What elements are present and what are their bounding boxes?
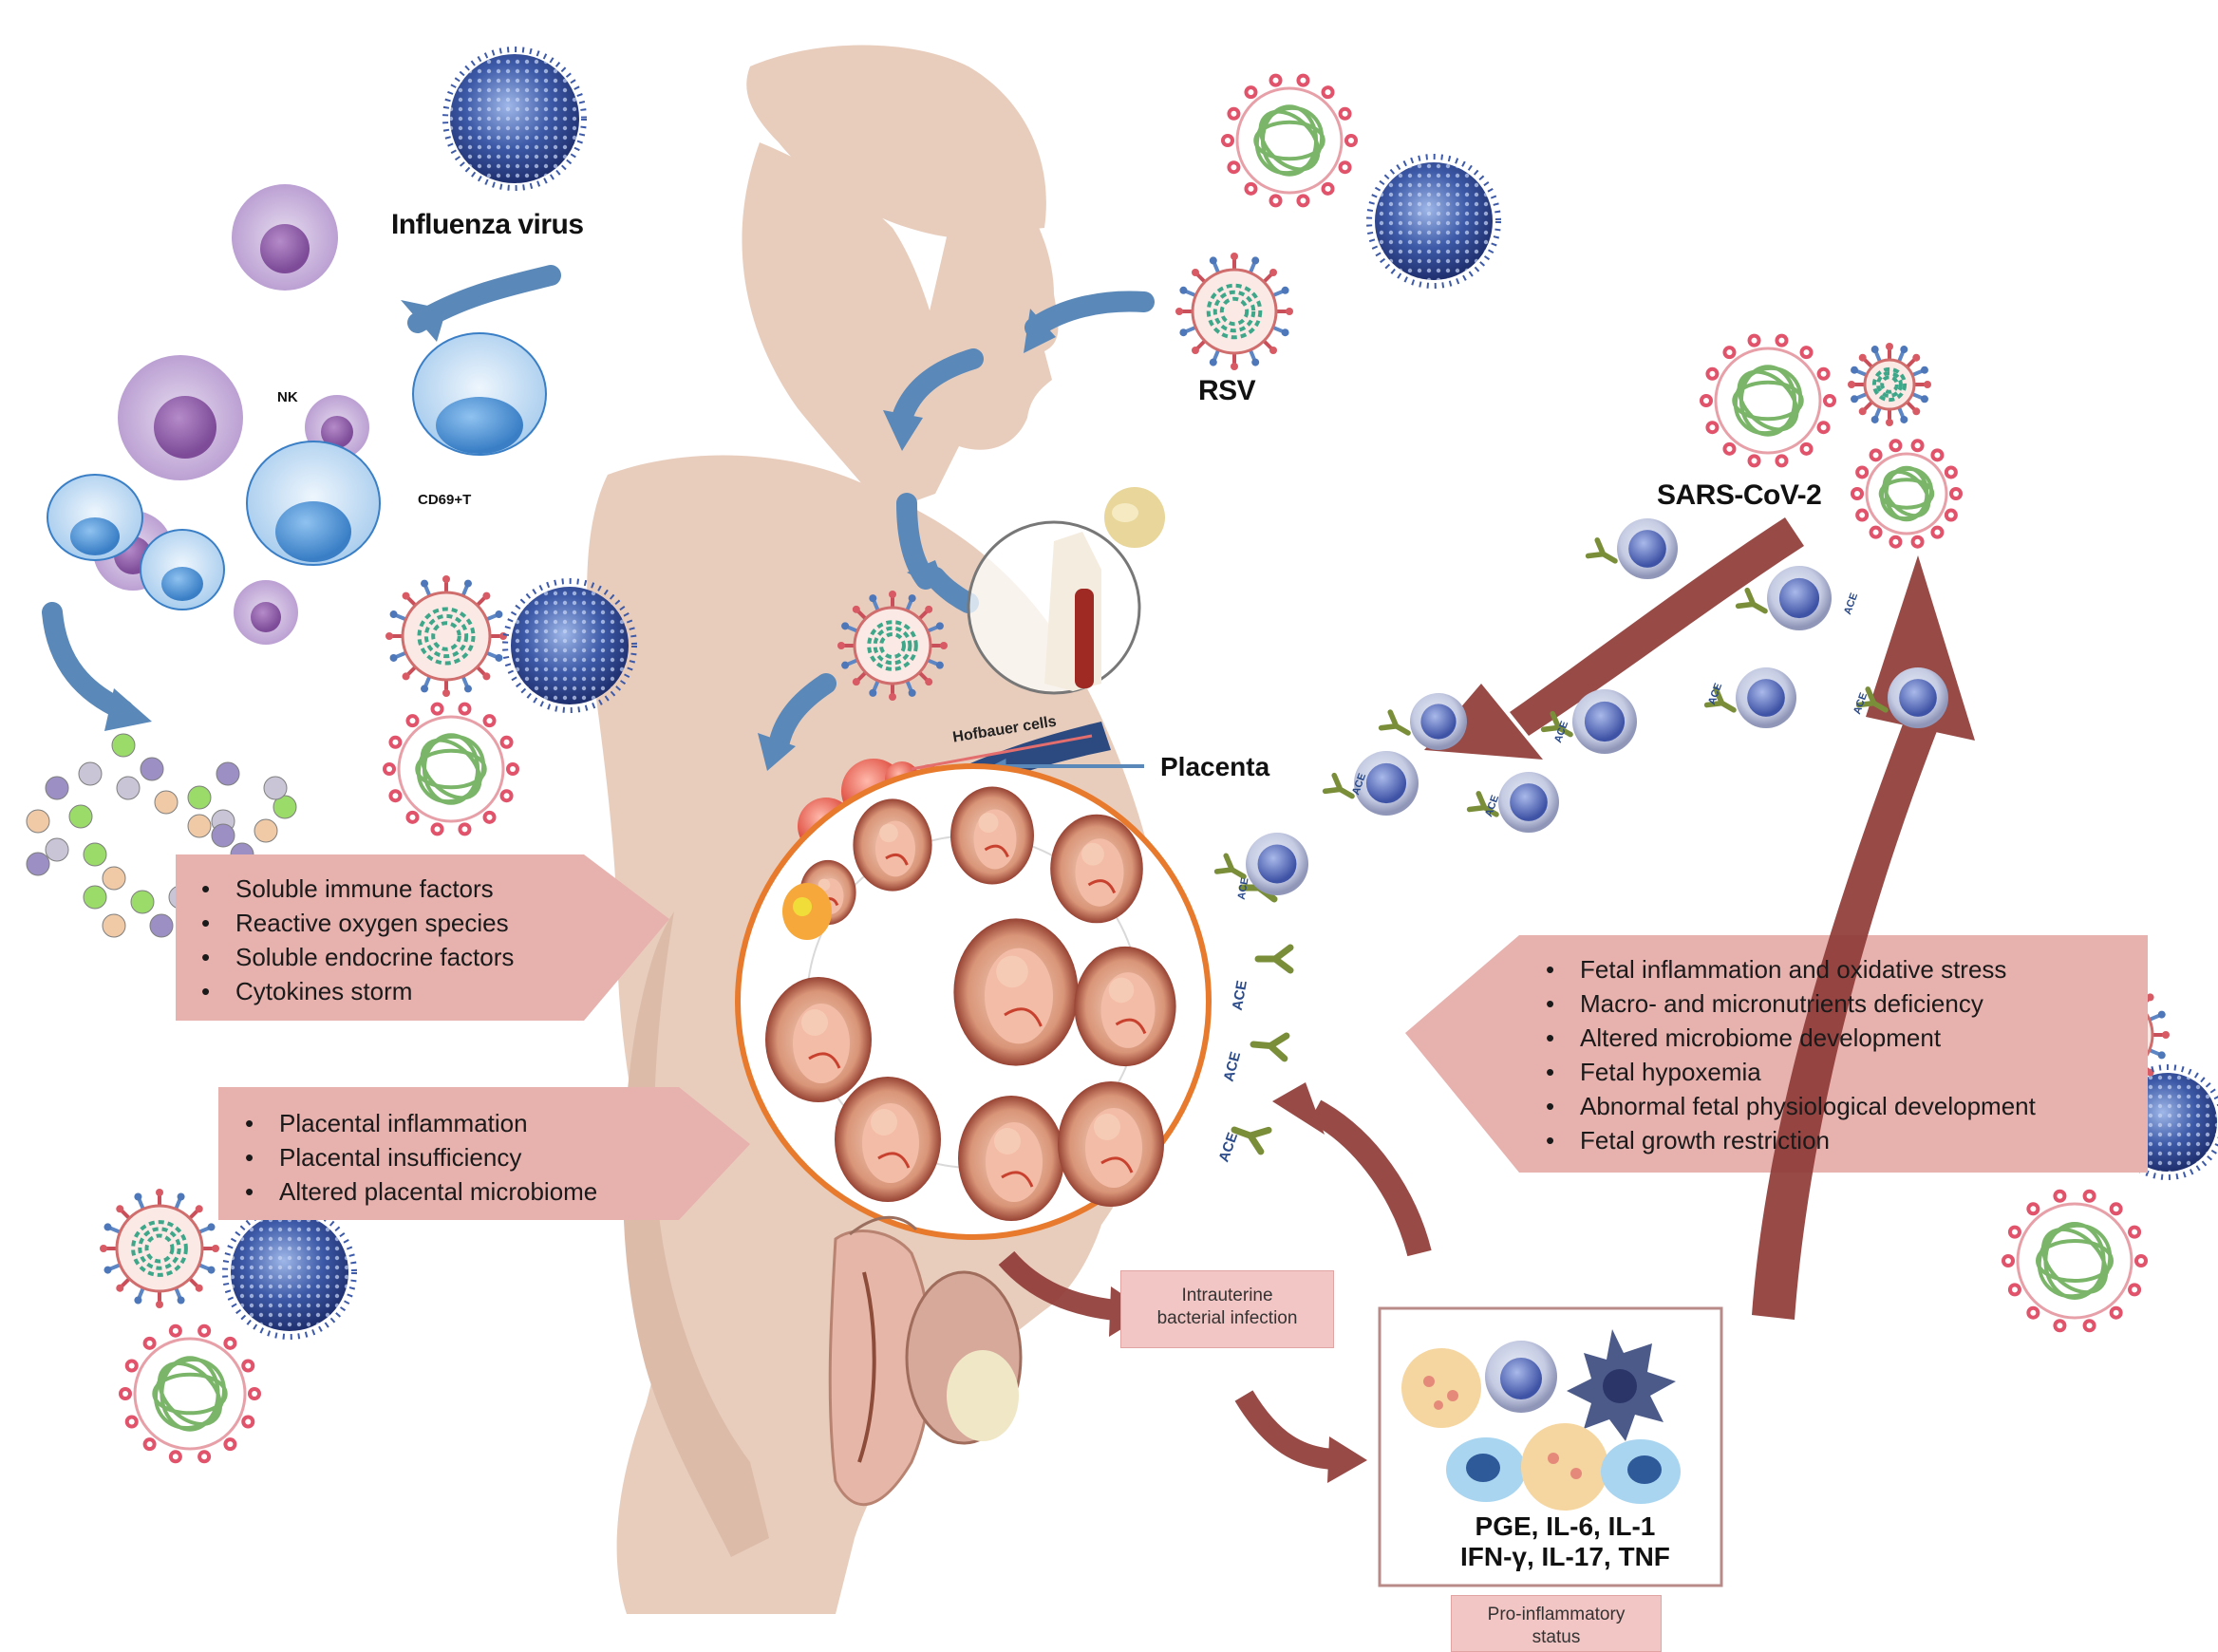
- ace-cell: [1378, 693, 1467, 750]
- placental-effect-item: Placental insufficiency: [234, 1140, 597, 1174]
- intrauterine-infection-box: Intrauterine bacterial infection: [1120, 1270, 1334, 1348]
- ace-receptor-icon: [1213, 853, 1247, 880]
- placental-effects-list: Placental inflammation Placental insuffi…: [234, 1106, 597, 1209]
- cd69-t-cell-label: CD69+T: [418, 492, 472, 508]
- rsv-virion: [385, 575, 507, 697]
- bone-marrow-inset: [967, 487, 1165, 695]
- fetus-stage: [835, 1077, 941, 1202]
- rsv-virus-cluster: [1221, 73, 1501, 289]
- sars-cov-2-label: SARS-CoV-2: [1657, 479, 1822, 511]
- infection-route-arrowheads: [758, 309, 1056, 771]
- pro-inflammatory-line-1: Pro-inflammatory: [1487, 1605, 1626, 1624]
- placenta-label: Placenta: [1160, 752, 1270, 781]
- fetal-effect-item: Altered microbiome development: [1534, 1021, 2036, 1055]
- fetal-effect-item: Macro- and micronutrients deficiency: [1534, 986, 2036, 1021]
- rsv-virion: [100, 1189, 219, 1308]
- ace-cell: [1322, 751, 1419, 816]
- fetal-effect-item: Fetal hypoxemia: [1534, 1055, 2036, 1089]
- fetal-effect-item: Fetal growth restriction: [1534, 1123, 2036, 1157]
- cytokine-line-1: PGE, IL-6, IL-1: [1475, 1511, 1656, 1541]
- immune-cells-cluster: [47, 184, 547, 645]
- soluble-factor-beads: [26, 733, 297, 938]
- ace-receptor-icon: [1466, 791, 1499, 817]
- nk-cell-label: NK: [277, 389, 298, 405]
- rsv-virion: [837, 591, 948, 701]
- sars-cov-2-virion: [119, 1323, 261, 1464]
- fetus-stage: [950, 786, 1034, 885]
- virus-cluster-left: [383, 575, 637, 836]
- placental-effect-item: Altered placental microbiome: [234, 1174, 597, 1209]
- maternal-factors-list: Soluble immune factors Reactive oxygen s…: [190, 872, 514, 1008]
- ace-cell: [1540, 689, 1637, 754]
- influenza-label: Influenza virus: [391, 209, 584, 240]
- maternal-factor-item: Soluble immune factors: [190, 872, 514, 906]
- cytokine-line-2: IFN-γ, IL-17, TNF: [1460, 1542, 1670, 1571]
- uterus-cross-section: [828, 1215, 1023, 1507]
- ace-cell: [1735, 566, 1832, 630]
- fetus-stage: [765, 977, 872, 1102]
- fetus-stage: [853, 798, 932, 892]
- cytokine-panel: [1378, 1306, 1723, 1587]
- ace-cell: [1703, 667, 1796, 728]
- influenza-virus-particle: [442, 47, 587, 191]
- ace-receptor-icon: [1855, 686, 1889, 713]
- fetus-stage: [953, 918, 1079, 1066]
- virus-cluster-bottom-left: [100, 1189, 357, 1464]
- ace-receptor-icon: [1254, 944, 1294, 974]
- influenza-virion: [1366, 154, 1501, 289]
- ace-expressing-cells: [1213, 518, 1948, 895]
- ace-cell: [1466, 772, 1559, 833]
- fetus-stage: [1058, 1081, 1164, 1207]
- cytokine-list: PGE, IL-6, IL-1 IFN-γ, IL-17, TNF: [1460, 1511, 1670, 1572]
- ace-receptor-icon: [1735, 587, 1768, 614]
- pro-inflammatory-box: Pro-inflammatory status: [1451, 1595, 1662, 1652]
- fetal-effect-item: Fetal inflammation and oxidative stress: [1534, 952, 2036, 986]
- fetal-development-circle: [735, 763, 1212, 1240]
- sars-cov-2-virion: [2002, 1189, 2148, 1333]
- ace-receptor-icon: [1585, 537, 1618, 564]
- ace-receptor-icon: [1703, 686, 1737, 713]
- ace-receptor-icon: [1322, 772, 1355, 799]
- sars-cov-2-virion: [1221, 73, 1358, 208]
- intrauterine-line-1: Intrauterine: [1181, 1286, 1273, 1305]
- pro-inflammatory-line-2: status: [1532, 1627, 1581, 1647]
- ace-receptor-icon: [1250, 1032, 1290, 1062]
- sars-cov-2-virion: [1700, 333, 1836, 468]
- sars-cov-2-virion: [383, 702, 519, 836]
- ace-receptor-icon: [1540, 710, 1573, 738]
- fetus-stage: [958, 1096, 1064, 1221]
- intrauterine-line-2: bacterial infection: [1156, 1308, 1298, 1328]
- rsv-virion: [1175, 253, 1293, 370]
- influenza-virion: [502, 578, 637, 713]
- rsv-label: RSV: [1198, 375, 1256, 406]
- fetus-stage: [1074, 946, 1176, 1067]
- ace-cell: [1585, 518, 1678, 579]
- sars-cov-2-virion: [1851, 439, 1963, 549]
- fetal-effects-list: Fetal inflammation and oxidative stress …: [1534, 952, 2036, 1157]
- rsv-particle-chest: [837, 253, 1293, 701]
- influenza-virion: [222, 1205, 357, 1340]
- ace-receptors-womb: [1231, 873, 1294, 1155]
- ace-receptor-icon: [1378, 709, 1411, 736]
- placental-effect-item: Placental inflammation: [234, 1106, 597, 1140]
- maternal-factor-item: Reactive oxygen species: [190, 906, 514, 940]
- sars-cov-2-cluster: [1700, 333, 1963, 549]
- fetus-stage: [1050, 814, 1143, 924]
- ace-cell: [1855, 667, 1948, 728]
- maternal-factor-item: Cytokines storm: [190, 974, 514, 1008]
- fetal-effect-item: Abnormal fetal physiological development: [1534, 1089, 2036, 1123]
- ace-cell: [1213, 833, 1308, 895]
- ace-receptor-icon: [1231, 1126, 1272, 1155]
- maternal-factor-item: Soluble endocrine factors: [190, 940, 514, 974]
- rsv-virion: [1848, 343, 1931, 426]
